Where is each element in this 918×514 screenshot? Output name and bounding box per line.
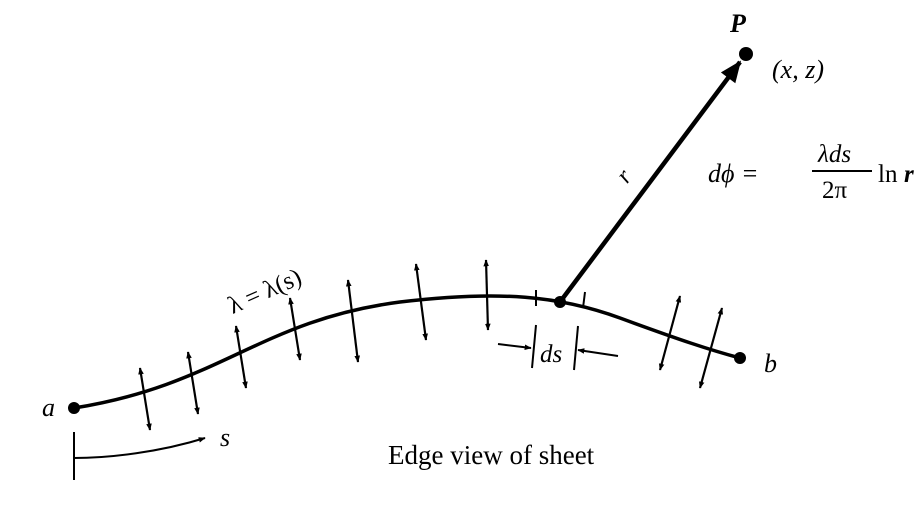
double-arrow xyxy=(414,263,428,341)
formula-ln-arg: r xyxy=(904,161,914,188)
formula-numerator: λds xyxy=(817,141,851,168)
point-p-label: P xyxy=(729,9,747,38)
arc-length-indicator xyxy=(73,432,206,480)
formula-ln: ln xyxy=(878,161,898,188)
formula-denominator: 2π xyxy=(822,177,848,204)
double-arrow xyxy=(288,297,302,361)
radius-vector-arrow xyxy=(558,60,742,304)
double-arrow xyxy=(138,367,152,431)
double-arrow xyxy=(698,307,724,389)
end-b-label: b xyxy=(764,349,777,378)
double-arrows xyxy=(138,259,724,431)
arc-length-label: s xyxy=(220,423,230,452)
sheet-edge-curve xyxy=(73,294,741,410)
double-arrow xyxy=(658,295,682,371)
lambda-label: λ = λ(s) xyxy=(224,264,306,320)
caption: Edge view of sheet xyxy=(388,440,595,470)
double-arrow xyxy=(345,279,361,363)
double-arrow xyxy=(186,351,200,415)
point-p-coords-label: (x, z) xyxy=(772,55,824,84)
double-arrow xyxy=(483,259,491,331)
ds-label: ds xyxy=(540,341,562,368)
endpoint-b-dot xyxy=(734,352,746,364)
endpoint-a-dot xyxy=(68,402,80,414)
potential-formula: dϕ = λds 2π ln r xyxy=(708,141,914,204)
double-arrow xyxy=(234,325,248,389)
field-point-p-dot xyxy=(739,47,753,61)
formula-lhs: dϕ = xyxy=(708,159,759,188)
radius-label: r xyxy=(611,164,638,188)
end-a-label: a xyxy=(42,393,55,422)
ds-interval-marks xyxy=(497,290,619,371)
